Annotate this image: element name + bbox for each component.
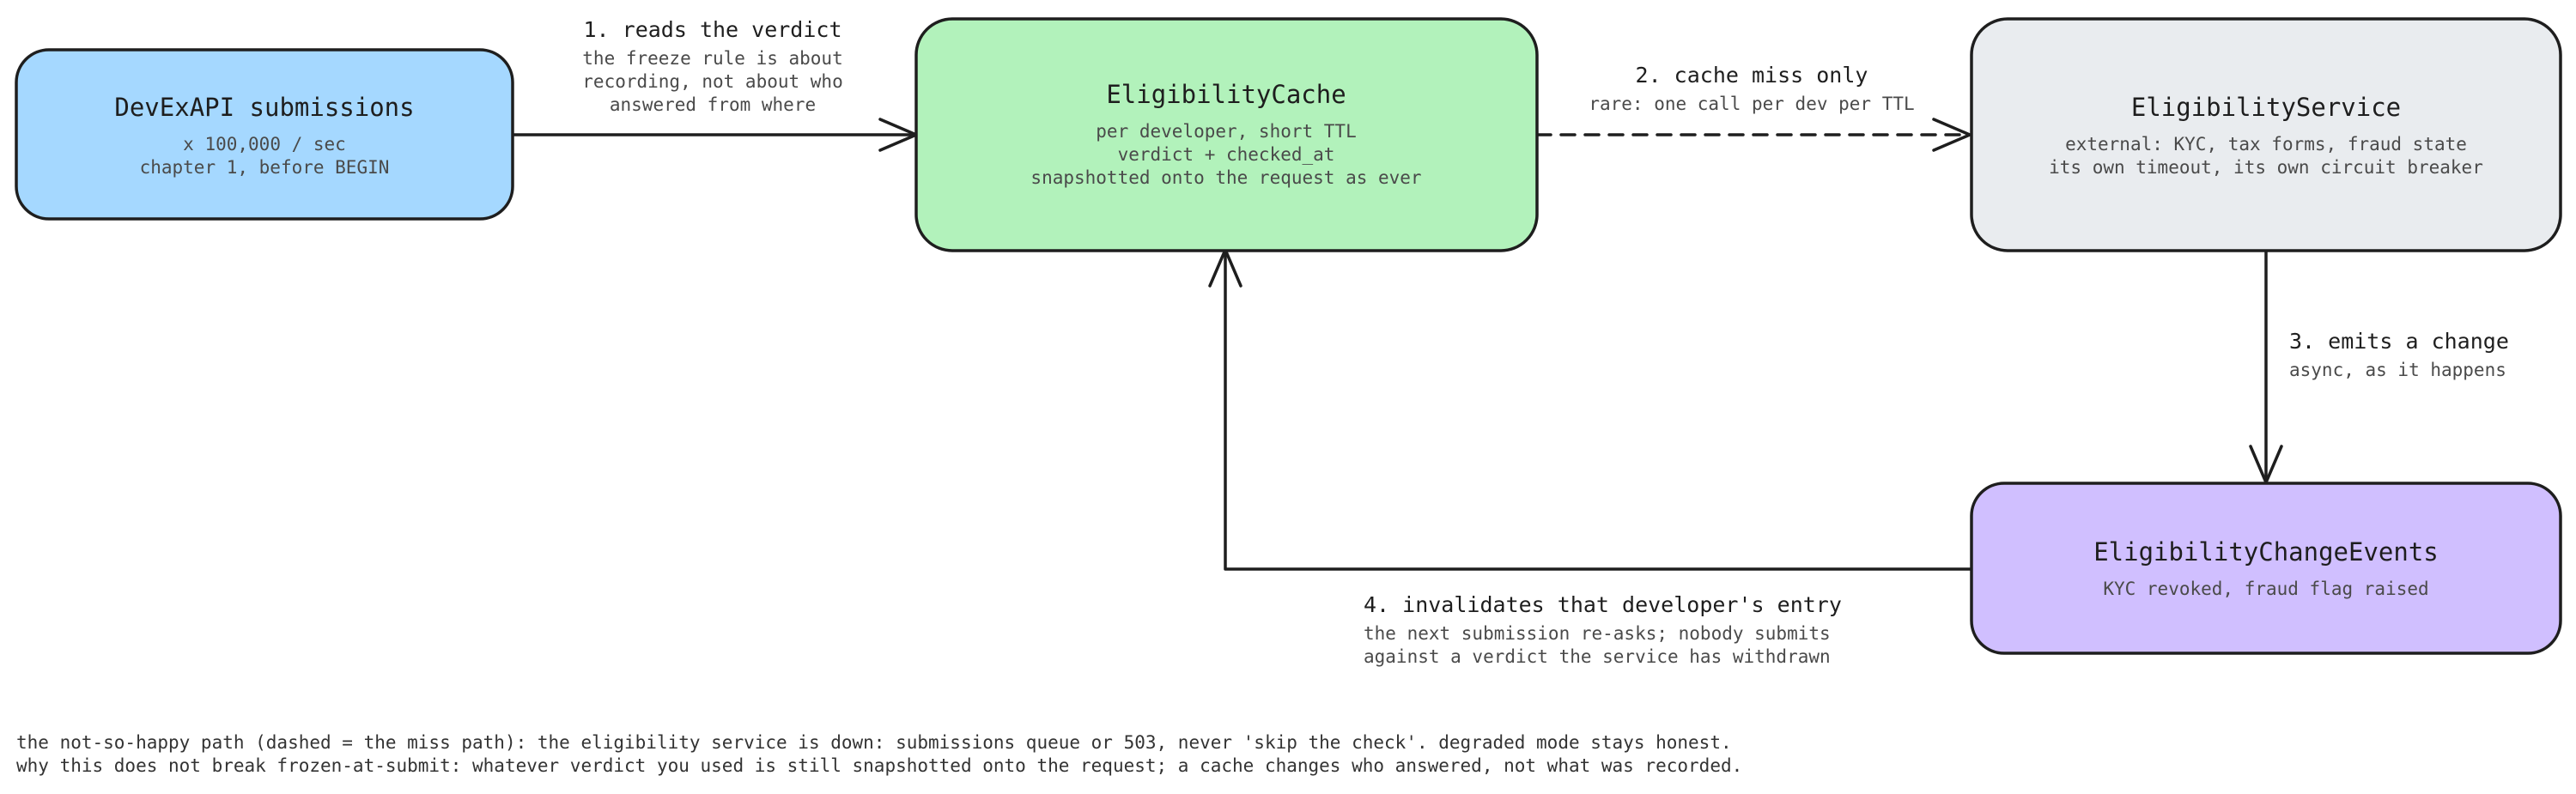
node-events-line-1: KYC revoked, fraud flag raised	[2103, 579, 2428, 599]
node-submissions-title: DevExAPI submissions	[114, 93, 414, 122]
edge-reads-verdict: 1. reads the verdict the freeze rule is …	[511, 17, 918, 152]
edge-invalidates-entry: 4. invalidates that developer's entry th…	[1208, 248, 1973, 667]
edge-reads-line-1: the freeze rule is about	[582, 48, 842, 69]
node-service-line-1: external: KYC, tax forms, fraud state	[2065, 134, 2467, 155]
edge-reads-line-3: answered from where	[610, 94, 816, 115]
edge-emits-line-1: async, as it happens	[2289, 360, 2506, 380]
edge-invalidates-line	[1224, 252, 1973, 571]
edge-reads-title: 1. reads the verdict	[583, 17, 841, 42]
edge-invalidates-line-1: the next submission re-asks; nobody subm…	[1364, 623, 1831, 644]
node-submissions-box	[15, 48, 514, 221]
node-events-title: EligibilityChangeEvents	[2093, 537, 2439, 567]
node-devexapi-submissions[interactable]: DevExAPI submissions x 100,000 / sec cha…	[15, 48, 514, 221]
node-cache-line-3: snapshotted onto the request as ever	[1030, 167, 1421, 188]
edge-invalidates-line-2: against a verdict the service has withdr…	[1364, 646, 1831, 667]
node-submissions-line-1: x 100,000 / sec	[183, 134, 346, 155]
node-cache-line-1: per developer, short TTL	[1096, 121, 1356, 142]
node-cache-title: EligibilityCache	[1106, 80, 1346, 109]
node-service-box	[1970, 17, 2562, 252]
edge-emits-change: 3. emits a change async, as it happens	[2249, 249, 2509, 484]
arrowhead-icon	[1932, 118, 1971, 152]
edge-miss-line-1: rare: one call per dev per TTL	[1589, 94, 1914, 114]
node-submissions-line-2: chapter 1, before BEGIN	[140, 157, 390, 178]
edge-miss-title: 2. cache miss only	[1636, 63, 1868, 88]
node-service-line-2: its own timeout, its own circuit breaker	[2049, 157, 2483, 178]
node-eligibility-change-events[interactable]: EligibilityChangeEvents KYC revoked, fra…	[1970, 482, 2562, 655]
node-eligibility-service[interactable]: EligibilityService external: KYC, tax fo…	[1970, 17, 2562, 252]
edge-emits-title: 3. emits a change	[2289, 329, 2509, 354]
edge-cache-miss: 2. cache miss only rare: one call per de…	[1535, 63, 1971, 152]
footnote-line-1: the not-so-happy path (dashed = the miss…	[16, 732, 1732, 753]
node-cache-box	[914, 17, 1539, 252]
node-service-title: EligibilityService	[2131, 93, 2401, 122]
node-cache-line-2: verdict + checked_at	[1118, 144, 1335, 165]
node-events-box	[1970, 482, 2562, 655]
node-eligibility-cache[interactable]: EligibilityCache per developer, short TT…	[914, 17, 1539, 252]
footnotes: the not-so-happy path (dashed = the miss…	[16, 732, 1742, 776]
edge-invalidates-title: 4. invalidates that developer's entry	[1364, 592, 1842, 617]
edge-reads-line-2: recording, not about who	[582, 71, 842, 92]
footnote-line-2: why this does not break frozen-at-submit…	[16, 755, 1742, 776]
